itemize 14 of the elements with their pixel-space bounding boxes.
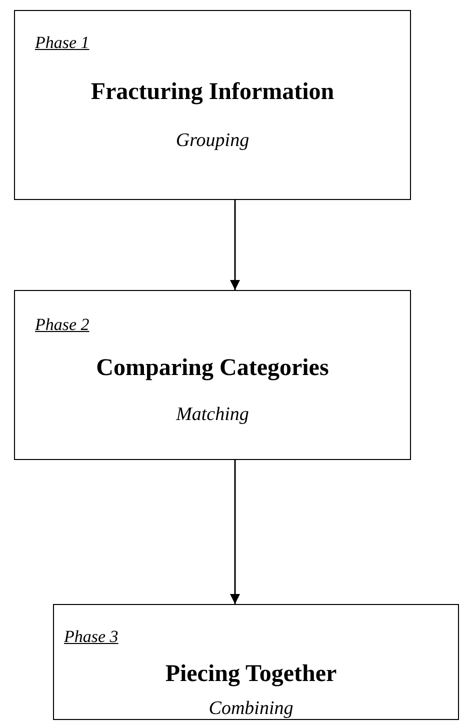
box-subtitle: Grouping bbox=[176, 130, 250, 152]
phase-label: Phase 1 bbox=[35, 33, 90, 53]
box-subtitle: Combining bbox=[208, 698, 294, 720]
phase-box bbox=[14, 10, 411, 200]
phase-box bbox=[53, 604, 459, 720]
box-title: Comparing Categories bbox=[96, 355, 329, 382]
phase-label: Phase 2 bbox=[35, 315, 90, 335]
box-title: Piecing Together bbox=[165, 661, 337, 688]
arrow bbox=[230, 200, 240, 290]
arrow bbox=[230, 460, 240, 604]
phase-box bbox=[14, 290, 411, 460]
box-title: Fracturing Information bbox=[90, 79, 334, 106]
phase-label: Phase 3 bbox=[64, 627, 118, 647]
box-subtitle: Matching bbox=[176, 404, 249, 426]
